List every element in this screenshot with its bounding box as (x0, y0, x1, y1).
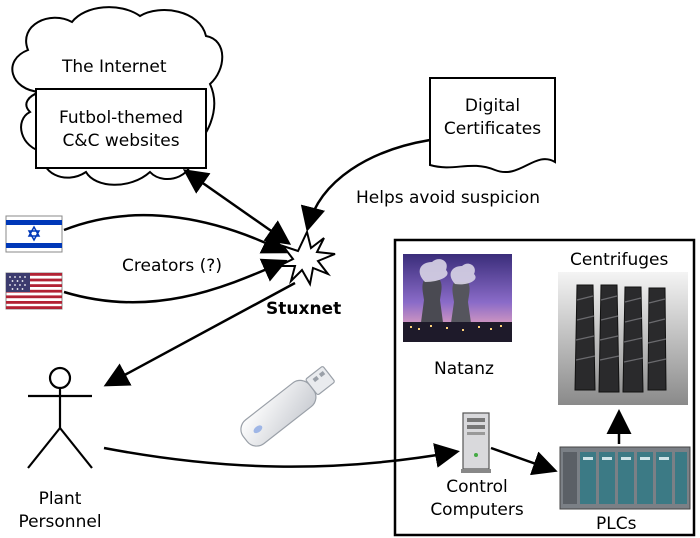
centrifuge-image (558, 272, 688, 405)
edge-personnel-control (103, 443, 460, 468)
usb-drive-icon (240, 366, 335, 447)
edge-stuxnet-personnel (103, 281, 296, 387)
plcs-label: PLCs (596, 514, 637, 534)
edge-certificates-stuxnet (300, 138, 431, 232)
control-label-line1: Control (446, 477, 508, 497)
certificates-label-line1: Digital (464, 96, 521, 116)
personnel-label-line2: Personnel (18, 512, 102, 532)
tower-computer-icon (461, 412, 491, 473)
edge-israel-stuxnet (63, 214, 288, 254)
natanz-facility-frame (393, 238, 696, 537)
certificates-label-line2: Certificates (443, 119, 542, 139)
personnel-label-line1: Plant (38, 489, 82, 509)
helps-avoid-suspicion-label: Helps avoid suspicion (356, 188, 541, 208)
creators-label: Creators (?) (122, 256, 222, 276)
control-label-line2: Computers (430, 500, 524, 520)
stick-figure-icon (27, 366, 93, 469)
cnc-box (35, 88, 207, 169)
edge-control-plcs (490, 446, 558, 476)
edge-usa-stuxnet (63, 258, 288, 304)
cnc-label-line1: Futbol-themed (58, 108, 184, 128)
stuxnet-label: Stuxnet (266, 299, 342, 319)
israel-flag-icon (5, 215, 63, 253)
explosion-star-icon (278, 229, 336, 287)
cnc-label-line2: C&C websites (62, 131, 180, 151)
usa-flag-icon (5, 272, 63, 310)
internet-label: The Internet (62, 57, 167, 77)
plc-rack-icon (559, 446, 691, 510)
document-icon (429, 77, 556, 173)
centrifuges-label: Centrifuges (570, 250, 669, 270)
natanz-photo (403, 254, 512, 342)
edge-cnc-stuxnet (182, 169, 292, 245)
natanz-label: Natanz (434, 359, 494, 379)
